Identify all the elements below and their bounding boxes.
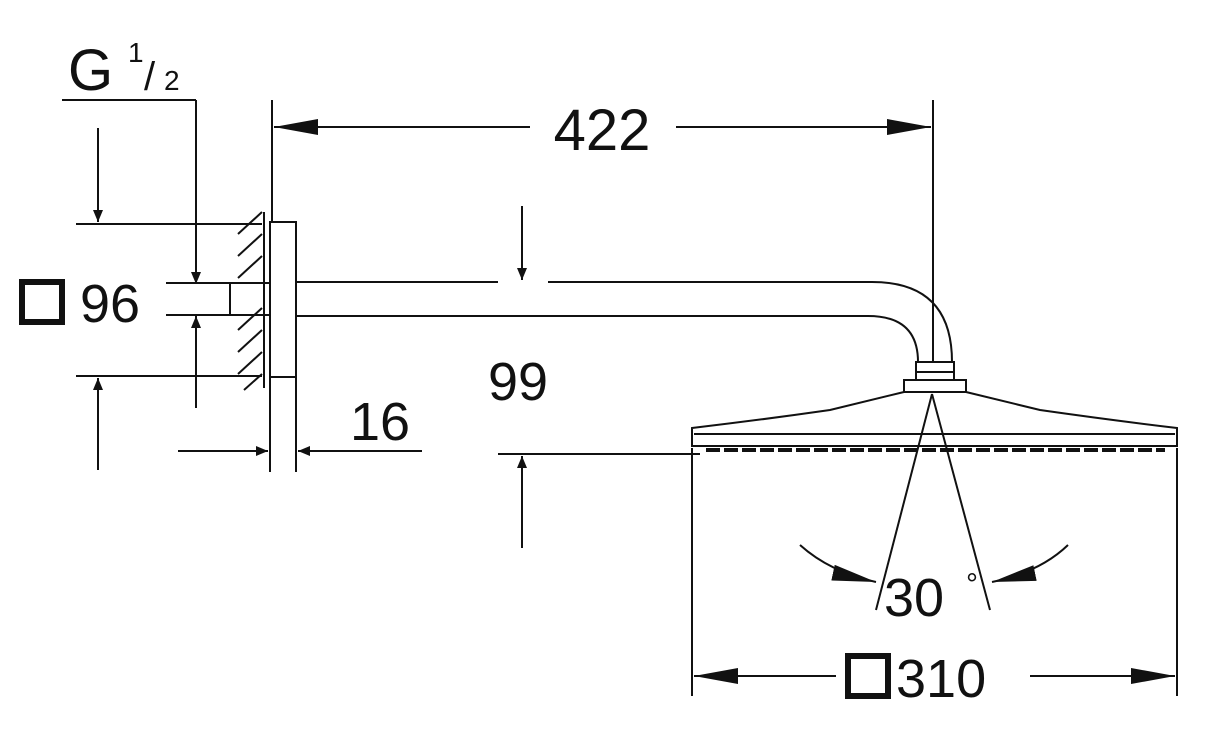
thread-size-label: G 1 / 2 <box>68 37 180 103</box>
wall-flange <box>269 221 297 472</box>
svg-text:2: 2 <box>164 65 180 96</box>
wall-offset-label: 16 <box>350 392 410 452</box>
arm-length-label: 422 <box>554 98 651 163</box>
shower-head <box>691 361 1178 452</box>
head-size-label: 310 <box>896 649 986 709</box>
thread-stub <box>229 282 271 316</box>
wall-hatching <box>237 211 265 391</box>
svg-text:1: 1 <box>128 37 144 68</box>
flange-size-dimension <box>76 128 262 470</box>
svg-text:/: / <box>144 55 156 99</box>
thread-leader <box>62 99 201 408</box>
flange-size-label: 96 <box>80 274 140 334</box>
tilt-arc-right <box>991 544 1069 583</box>
arm-length-dimension <box>271 100 934 362</box>
drop-height-dimension <box>498 206 700 548</box>
drop-height-label: 99 <box>488 352 548 412</box>
tilt-arc-left <box>799 544 877 583</box>
head-size-dimension <box>691 448 1178 696</box>
degree-symbol-icon: ° <box>966 568 978 601</box>
shower-arm-pipe <box>296 281 953 363</box>
svg-text:G: G <box>68 38 113 103</box>
square-symbol-icon <box>19 279 65 325</box>
square-symbol-icon <box>845 653 891 699</box>
tilt-angle-label: 30 <box>884 568 944 628</box>
tilt-angle-lines <box>875 393 991 611</box>
